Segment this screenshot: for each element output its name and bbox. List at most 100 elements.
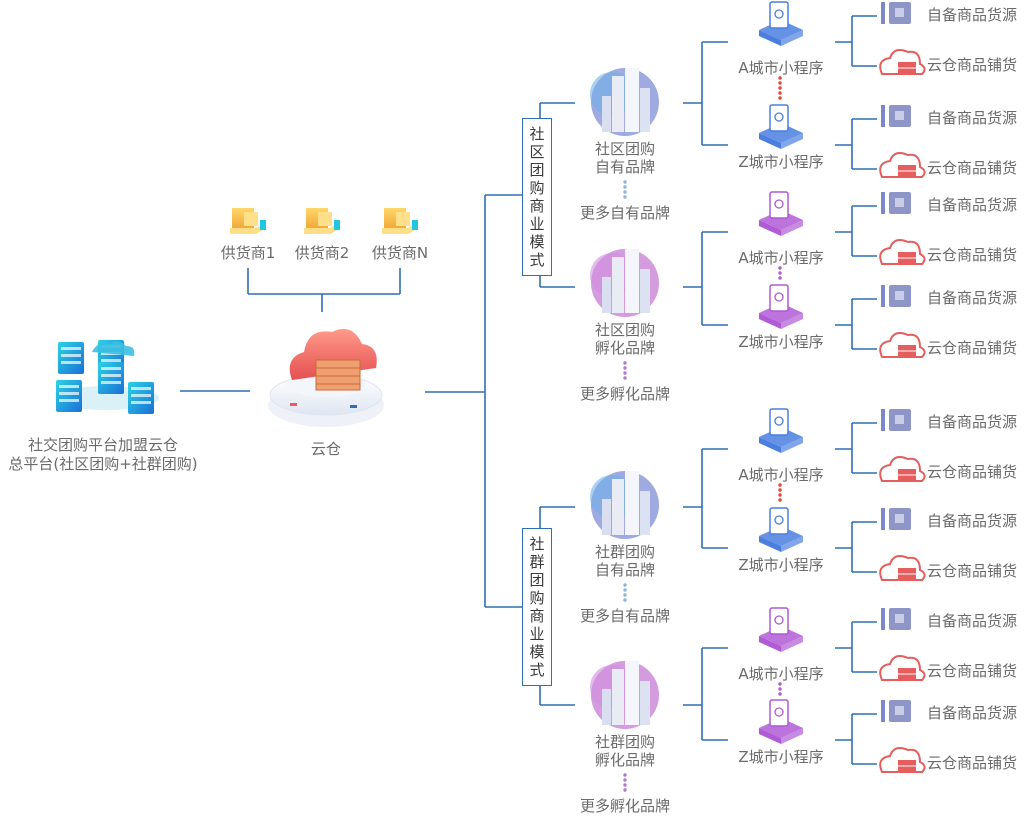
mini-program-label: A城市小程序 [738,466,824,484]
supplier-box-icon [304,208,340,234]
ellipsis-dots-blue [623,180,627,199]
mode-title-box: 社区团购商业模式 [522,118,552,276]
supplier-2-label: 供货商2 [294,244,350,262]
supplier-1-label: 供货商1 [220,244,276,262]
mini-program-label: A城市小程序 [738,249,824,267]
mode-title-char: 社 [529,535,545,553]
own-goods-icon [881,2,911,24]
cloud-goods-icon [879,152,926,178]
ellipsis-dots-blue [623,583,627,602]
city-brand-icon [590,471,659,539]
mini-program-icon [759,507,803,552]
own-goods-label: 自备商品货源 [927,612,1018,630]
ellipsis-dots-purple [623,361,627,380]
mini-program-icon-purple [759,191,803,236]
incubator-brand-icon [590,661,659,729]
mode-title-char: 式 [529,661,545,679]
own-goods-icon [881,105,911,127]
mini-program-icon-purple [759,284,803,329]
more-brands-label: 更多自有品牌 [579,607,671,625]
mode-title-char: 区 [529,143,545,161]
supplier-box-icon [230,208,266,234]
mini-program-icon-purple [759,607,803,652]
mode-title-char: 模 [529,233,545,251]
cloud-goods-icon [879,239,926,265]
own-goods-icon [881,608,911,630]
supplier-box-icon [382,208,418,234]
cloud-warehouse-icon [268,328,384,427]
mini-program-label: A城市小程序 [738,665,824,683]
mini-program-icon [759,104,803,149]
mode-title-char: 业 [529,215,545,233]
brand-label-line2: 孵化品牌 [594,339,656,357]
cloud-goods-icon [879,332,926,358]
cloud-goods-label: 云仓商品铺货 [927,463,1018,481]
own-goods-label: 自备商品货源 [927,196,1018,214]
cloud-goods-label: 云仓商品铺货 [927,662,1018,680]
ellipsis-dots-red [778,483,782,502]
brand-label-line2: 自有品牌 [594,561,656,579]
own-goods-label: 自备商品货源 [927,6,1018,24]
own-goods-icon [881,192,911,214]
mini-program-icon-purple [759,699,803,744]
mini-program-label: Z城市小程序 [738,748,824,766]
hq-label-line2: 总平台(社区团购+社群团购) [8,455,198,473]
brand-label-line2: 自有品牌 [594,158,656,176]
mode-title-char: 社 [529,125,545,143]
cloud-goods-label: 云仓商品铺货 [927,339,1018,357]
mode-title-char: 购 [529,589,545,607]
cloud-goods-label: 云仓商品铺货 [927,159,1018,177]
city-brand-icon [590,68,659,136]
cloud-label: 云仓 [310,440,342,458]
mini-program-label: Z城市小程序 [738,333,824,351]
mini-program-label: Z城市小程序 [738,556,824,574]
server-cluster-icon [55,340,159,414]
cloud-goods-label: 云仓商品铺货 [927,56,1018,74]
mode-title-char: 模 [529,643,545,661]
brand-label-line1: 社区团购 [594,140,656,158]
mode-title-char: 购 [529,179,545,197]
supplier-n-label: 供货商N [371,244,429,262]
brand-label-line1: 社区团购 [594,321,656,339]
own-goods-icon [881,700,911,722]
own-goods-icon [881,285,911,307]
hq-label-line1: 社交团购平台加盟云仓 [27,436,179,454]
more-brands-label: 更多孵化品牌 [579,797,671,815]
own-goods-icon [881,409,911,431]
mini-program-label: Z城市小程序 [738,153,824,171]
mini-program-icon [759,1,803,46]
mode-title-char: 商 [529,197,545,215]
mode-title-char: 业 [529,625,545,643]
own-goods-label: 自备商品货源 [927,413,1018,431]
mode-title-char: 群 [529,553,545,571]
own-goods-label: 自备商品货源 [927,109,1018,127]
cloud-goods-icon [879,655,926,681]
more-brands-label: 更多自有品牌 [579,204,671,222]
cloud-goods-icon [879,49,926,75]
brand-label-line1: 社群团购 [594,543,656,561]
brand-label-line1: 社群团购 [594,733,656,751]
mode-title-char: 团 [529,161,545,179]
incubator-brand-icon [590,249,659,317]
brand-label-line2: 孵化品牌 [594,751,656,769]
mode-title-char: 式 [529,251,545,269]
own-goods-label: 自备商品货源 [927,289,1018,307]
cloud-goods-label: 云仓商品铺货 [927,246,1018,264]
cloud-goods-icon [879,747,926,773]
cloud-goods-label: 云仓商品铺货 [927,754,1018,772]
ellipsis-dots-red [778,76,782,100]
mode-title-char: 团 [529,571,545,589]
ellipsis-dots-purple [778,266,782,280]
ellipsis-dots-purple [778,682,782,696]
own-goods-icon [881,508,911,530]
ellipsis-dots-purple [623,773,627,792]
mini-program-label: A城市小程序 [738,59,824,77]
mode-title-char: 商 [529,607,545,625]
cloud-goods-icon [879,555,926,581]
mini-program-icon [759,408,803,453]
cloud-goods-icon [879,456,926,482]
mode-title-box: 社群团购商业模式 [522,528,552,686]
own-goods-label: 自备商品货源 [927,704,1018,722]
cloud-goods-label: 云仓商品铺货 [927,562,1018,580]
